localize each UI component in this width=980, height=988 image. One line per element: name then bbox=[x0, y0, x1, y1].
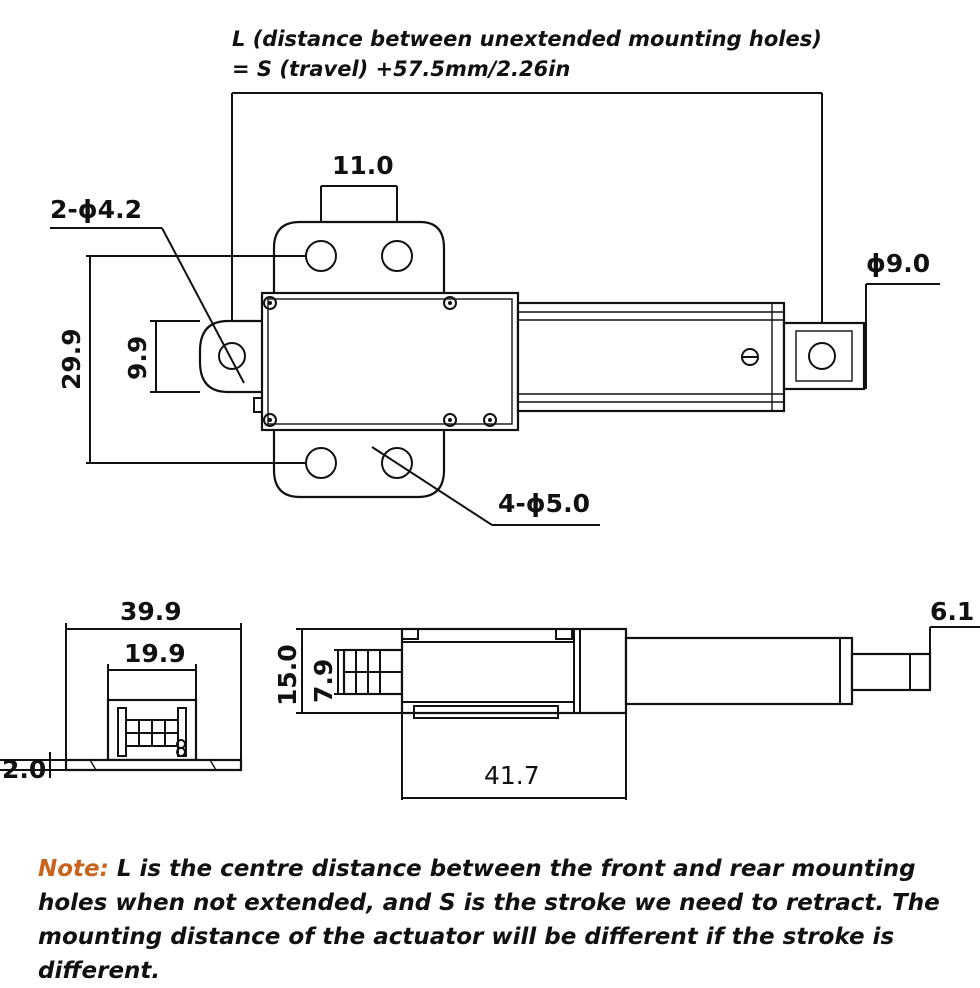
svg-text:2-ϕ4.2: 2-ϕ4.2 bbox=[50, 195, 142, 224]
rod-end-clevis bbox=[782, 321, 866, 391]
plate-thickness-dimension: 2.0 bbox=[0, 752, 66, 784]
svg-text:39.9: 39.9 bbox=[120, 597, 182, 626]
side-rod-dimension: 6.1 bbox=[929, 597, 980, 690]
end-base-plate bbox=[64, 758, 243, 772]
rod-end-hole bbox=[808, 342, 836, 370]
note-paragraph: Note: L is the centre distance between t… bbox=[38, 852, 958, 988]
header-line-1: L (distance between unextended mounting … bbox=[232, 27, 822, 51]
bracket-holes-dimension: 4-ϕ5.0 bbox=[371, 446, 600, 526]
side-view: 15.0 7.9 6.1 bbox=[273, 597, 980, 800]
svg-text:9.9: 9.9 bbox=[123, 336, 152, 380]
svg-text:6.1: 6.1 bbox=[930, 597, 974, 626]
housing-screws bbox=[263, 296, 497, 427]
side-rear-dimension: 7.9 bbox=[309, 649, 344, 703]
svg-text:ϕ9.0: ϕ9.0 bbox=[866, 249, 930, 278]
mounting-bracket bbox=[272, 220, 446, 499]
bracket-hole bbox=[381, 447, 413, 479]
hole-spacing-dimension: 11.0 bbox=[320, 151, 398, 255]
svg-text:19.9: 19.9 bbox=[124, 639, 186, 668]
rear-tab-dimension: 9.9 bbox=[123, 320, 200, 393]
end-view: 39.9 19.9 2.0 bbox=[0, 597, 243, 784]
rear-hole-dimension: 2-ϕ4.2 bbox=[50, 195, 245, 384]
end-inner-width-dimension: 19.9 bbox=[107, 639, 197, 700]
rod-end-hole-dimension: ϕ9.0 bbox=[865, 249, 940, 389]
svg-text:11.0: 11.0 bbox=[332, 151, 394, 180]
bracket-length-dimension: 41.7 bbox=[401, 713, 627, 800]
total-height-dimension: 29.9 bbox=[57, 255, 306, 464]
gearbox-housing bbox=[260, 291, 520, 432]
side-tube bbox=[624, 636, 854, 706]
svg-text:41.7: 41.7 bbox=[484, 761, 540, 790]
svg-text:29.9: 29.9 bbox=[57, 328, 86, 390]
end-width-dimension: 39.9 bbox=[65, 597, 242, 770]
header-line-2: = S (travel) +57.5mm/2.26in bbox=[232, 57, 570, 81]
top-view: 11.0 bbox=[50, 151, 940, 526]
l-dimension-line bbox=[231, 92, 823, 360]
side-rod bbox=[850, 652, 932, 692]
note-label: Note: bbox=[38, 856, 109, 882]
svg-text:4-ϕ5.0: 4-ϕ5.0 bbox=[498, 489, 590, 518]
rear-mount-hole bbox=[218, 342, 246, 370]
svg-text:2.0: 2.0 bbox=[2, 755, 46, 784]
bracket-hole bbox=[381, 240, 413, 272]
svg-text:15.0: 15.0 bbox=[273, 644, 302, 706]
svg-text:7.9: 7.9 bbox=[309, 659, 338, 703]
side-height-dimension: 15.0 bbox=[273, 628, 402, 714]
note-text: L is the centre distance between the fro… bbox=[38, 856, 940, 984]
